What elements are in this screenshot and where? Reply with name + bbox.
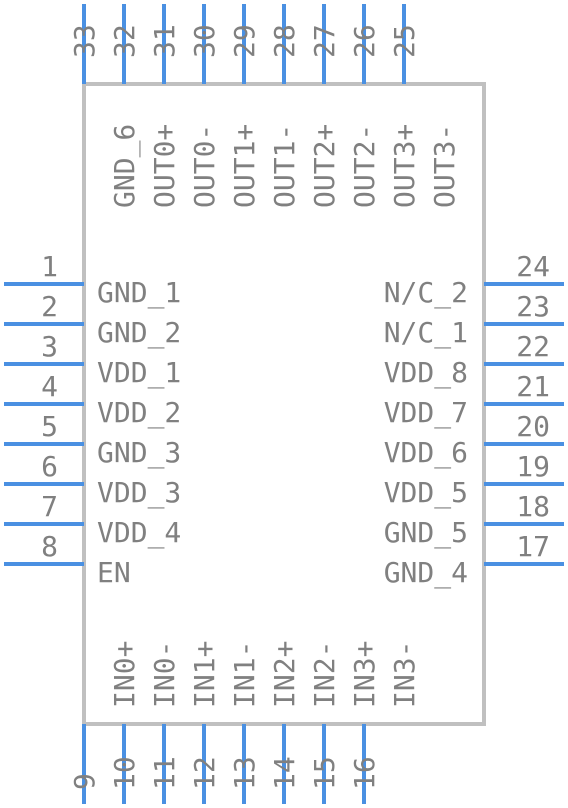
pin-number-9: 9 [68,773,101,790]
pin-number-2: 2 [41,290,58,323]
pin-name-in2: IN2+ [268,641,301,708]
pin-number-22: 22 [516,330,550,363]
pin-number-11: 11 [148,756,181,790]
pin-name-out2: OUT2- [348,124,381,208]
pin-number-14: 14 [268,756,301,790]
pin-name-n-c-2: N/C_2 [384,276,468,310]
pin-name-gnd-6: GND_6 [108,124,142,208]
labels-layer: 1GND_12GND_23VDD_14VDD_25GND_36VDD_37VDD… [41,24,550,790]
pin-name-gnd-2: GND_2 [97,316,181,350]
pin-number-16: 16 [348,756,381,790]
pin-name-in0: IN0- [148,641,181,708]
pin-name-in3: IN3- [388,641,421,708]
pin-number-8: 8 [41,530,58,563]
pin-number-25: 25 [388,24,421,58]
pin-number-28: 28 [268,24,301,58]
pin-number-31: 31 [148,24,181,58]
pin-number-19: 19 [516,450,550,483]
pin-name-in3: IN3+ [348,641,381,708]
pin-name-out3: OUT3+ [388,124,421,208]
pin-name-out1: OUT1+ [228,124,261,208]
pin-number-27: 27 [308,24,341,58]
pins-layer [4,4,564,804]
pin-number-13: 13 [228,756,261,790]
pin-name-in1: IN1- [228,641,261,708]
pin-name-out3: OUT3- [428,124,461,208]
pin-name-vdd-5: VDD_5 [384,476,468,510]
pin-number-10: 10 [108,756,141,790]
pin-name-gnd-4: GND_4 [384,556,468,590]
pin-number-12: 12 [188,756,221,790]
pin-number-21: 21 [516,370,550,403]
pin-number-17: 17 [516,530,550,563]
pin-name-vdd-4: VDD_4 [97,516,181,550]
pin-name-out1: OUT1- [268,124,301,208]
pin-name-vdd-1: VDD_1 [97,356,181,390]
pin-name-vdd-2: VDD_2 [97,396,181,430]
pin-number-4: 4 [41,370,58,403]
pin-number-1: 1 [41,250,58,283]
pin-number-15: 15 [308,756,341,790]
pin-number-24: 24 [516,250,550,283]
pin-name-en: EN [97,556,131,589]
pin-name-in2: IN2- [308,641,341,708]
pin-name-in0: IN0+ [108,641,141,708]
pin-number-20: 20 [516,410,550,443]
pin-name-gnd-5: GND_5 [384,516,468,550]
pin-name-in1: IN1+ [188,641,221,708]
pin-number-5: 5 [41,410,58,443]
pin-name-gnd-1: GND_1 [97,276,181,310]
pin-number-3: 3 [41,330,58,363]
pin-name-out2: OUT2+ [308,124,341,208]
pin-number-7: 7 [41,490,58,523]
pin-number-6: 6 [41,450,58,483]
pin-name-out0: OUT0+ [148,124,181,208]
pin-name-vdd-6: VDD_6 [384,436,468,470]
pin-name-vdd-8: VDD_8 [384,356,468,390]
pin-number-29: 29 [228,24,261,58]
pin-number-32: 32 [108,24,141,58]
pin-name-vdd-3: VDD_3 [97,476,181,510]
pin-number-30: 30 [188,24,221,58]
pin-name-out0: OUT0- [188,124,221,208]
pin-name-gnd-3: GND_3 [97,436,181,470]
pin-name-vdd-7: VDD_7 [384,396,468,430]
pin-number-18: 18 [516,490,550,523]
pin-number-23: 23 [516,290,550,323]
pin-number-26: 26 [348,24,381,58]
pin-name-n-c-1: N/C_1 [384,316,468,350]
pin-number-33: 33 [68,24,101,58]
